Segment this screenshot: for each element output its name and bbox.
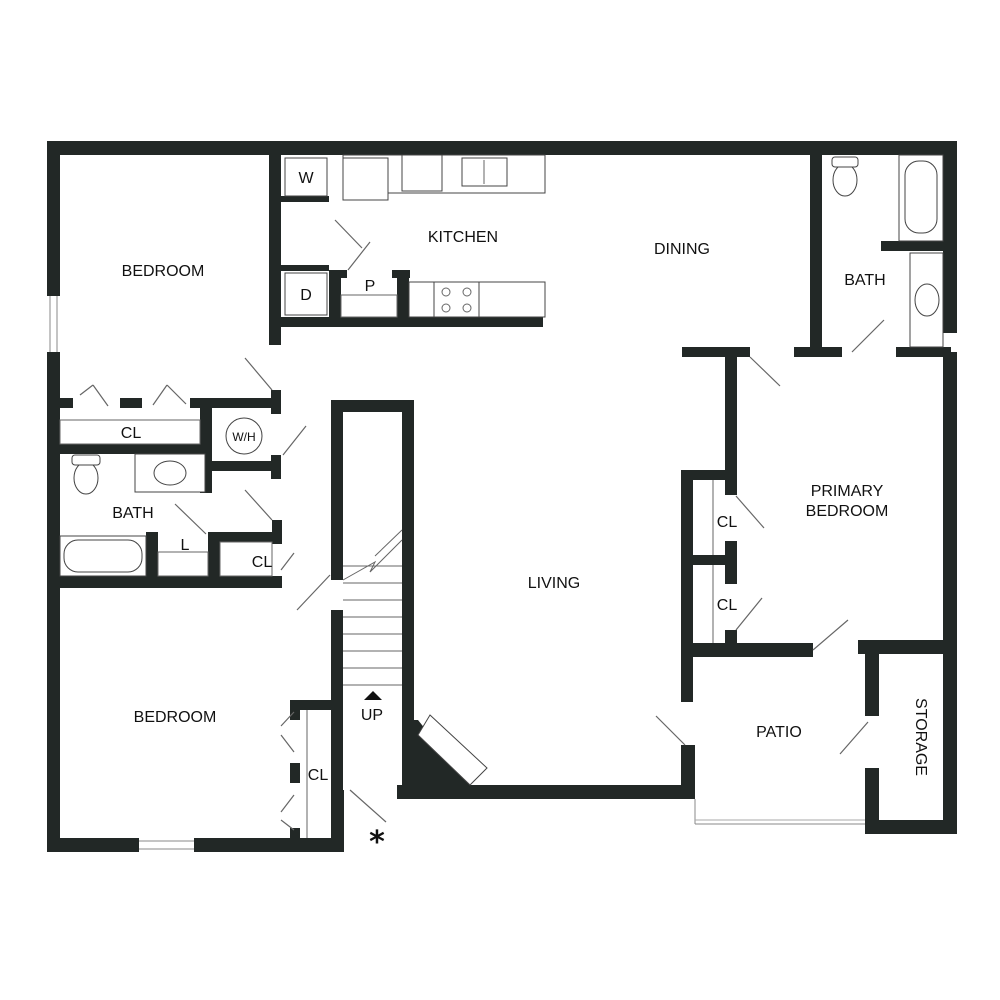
- fixtures: [59, 154, 944, 838]
- linen-label: L: [181, 537, 190, 554]
- dryer-label: D: [300, 287, 312, 304]
- walls: [47, 141, 957, 852]
- patio-label: PATIO: [756, 724, 802, 741]
- water-heater-label: W/H: [232, 430, 255, 444]
- closet-hall-label: CL: [121, 425, 142, 442]
- closet-small-label: CL: [252, 554, 273, 571]
- bedroom-top-label: BEDROOM: [122, 263, 205, 280]
- stairs-up-label: UP: [361, 707, 383, 724]
- stairs: [342, 529, 403, 700]
- bath-left-label: BATH: [112, 505, 153, 522]
- washer-label: W: [298, 170, 314, 187]
- storage-label: STORAGE: [912, 698, 929, 776]
- closet-primary-2-label: CL: [717, 597, 738, 614]
- primary-bedroom-label-line1: PRIMARY: [811, 483, 884, 500]
- closet-primary-1-label: CL: [717, 514, 738, 531]
- living-label: LIVING: [528, 575, 580, 592]
- closet-bottom-label: CL: [308, 767, 329, 784]
- bath-top-label: BATH: [844, 272, 885, 289]
- windows: [49, 296, 865, 850]
- room-labels: BEDROOM KITCHEN DINING BATH CL W/H BATH …: [112, 170, 929, 860]
- kitchen-label: KITCHEN: [428, 229, 498, 246]
- entry-marker: *: [369, 825, 385, 860]
- primary-bedroom-label-line2: BEDROOM: [806, 503, 889, 520]
- bedroom-bottom-label: BEDROOM: [134, 709, 217, 726]
- pantry-label: P: [365, 278, 376, 295]
- door-swings: [79, 219, 885, 831]
- stairs-up-arrow-icon: [364, 691, 382, 700]
- dining-label: DINING: [654, 241, 710, 258]
